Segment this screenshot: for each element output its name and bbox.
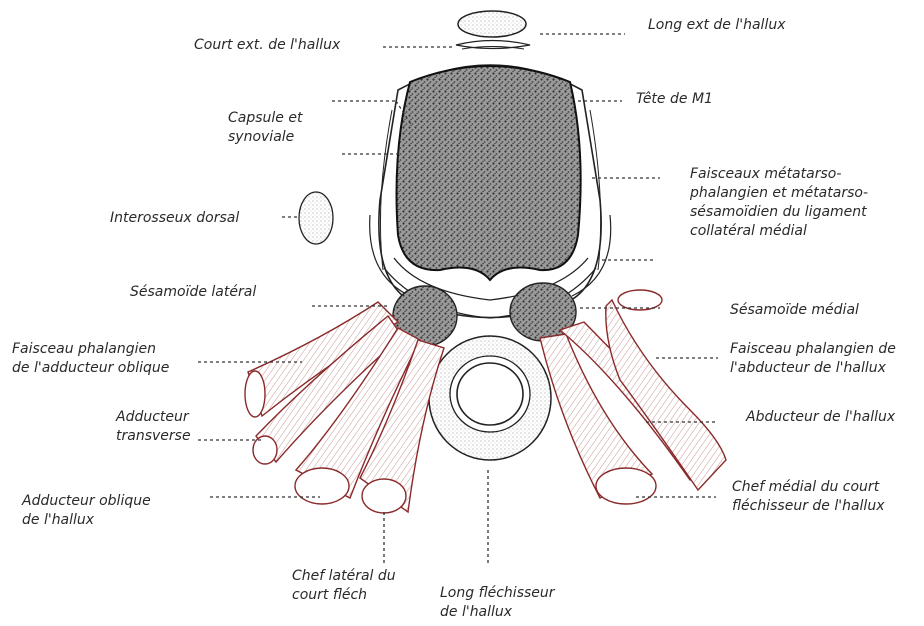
label-adductor-transverse: Adducteur transverse — [116, 408, 191, 446]
dorsal-interosseous — [299, 192, 333, 244]
label-flexor-brevis-medial-head: Chef médial du court fléchisseur de l'ha… — [732, 478, 884, 516]
label-adductor-phalangeal-bundle: Faisceau phalangien de l'adducteur obliq… — [12, 340, 169, 378]
label-metatarsal-head: Tête de M1 — [636, 90, 713, 109]
label-adductor-oblique: Adducteur oblique de l'hallux — [22, 492, 151, 530]
label-abductor-hallux: Abducteur de l'hallux — [746, 408, 895, 427]
label-flexor-longus: Long fléchisseur de l'hallux — [440, 584, 555, 622]
long-extensor-tendon — [458, 11, 526, 37]
label-lateral-sesamoid: Sésamoïde latéral — [130, 283, 256, 302]
label-short-extensor: Court ext. de l'hallux — [194, 36, 340, 55]
short-extensor-tendon — [456, 41, 530, 49]
label-flexor-brevis-lateral-head: Chef latéral du court fléch — [292, 567, 396, 605]
label-capsule: Capsule et synoviale — [228, 109, 302, 147]
label-dorsal-interosseous: Interosseux dorsal — [110, 209, 239, 228]
metatarsal-head — [397, 66, 581, 280]
label-abductor-phalangeal-bundle: Faisceau phalangien de l'abducteur de l'… — [730, 340, 896, 378]
label-long-extensor: Long ext de l'hallux — [648, 16, 786, 35]
label-medial-sesamoid: Sésamoïde médial — [730, 301, 859, 320]
label-collateral-ligament: Faisceaux métatarso- phalangien et métat… — [690, 165, 868, 241]
